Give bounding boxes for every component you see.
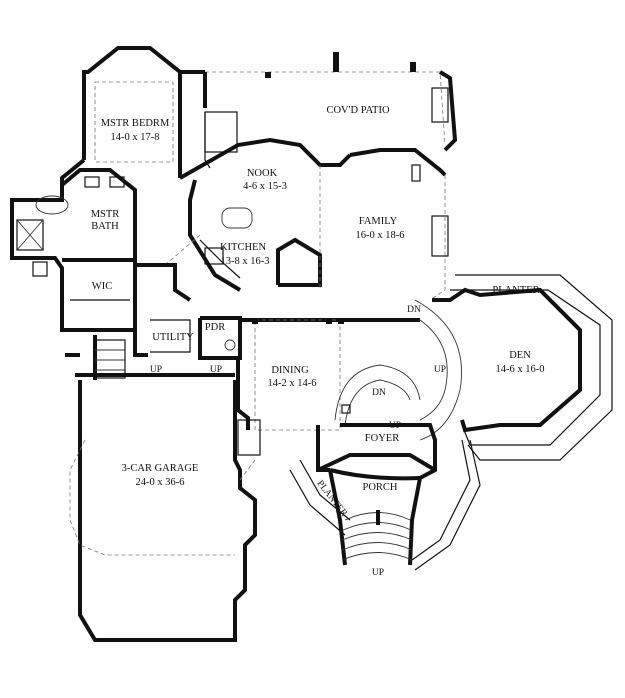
- dims-family: 16-0 x 18-6: [356, 230, 405, 241]
- stair-labels: DN UP DN UP UP UP UP: [150, 305, 446, 578]
- label-foyer: FOYER: [365, 433, 399, 444]
- dims-nook: 4-6 x 15-3: [243, 181, 287, 192]
- dims-garage: 24-0 x 36-6: [136, 477, 185, 488]
- covered-patio: [203, 52, 458, 152]
- stair-up-porch: UP: [372, 568, 384, 578]
- label-dining: DINING: [271, 365, 309, 376]
- garage-walls: [69, 373, 261, 642]
- stair-up-foyer: UP: [389, 421, 401, 431]
- dims-kitchen: 13-8 x 16-3: [221, 256, 270, 267]
- master-bedroom-walls: [82, 46, 205, 178]
- dims-mstr-bedrm: 14-0 x 17-8: [111, 132, 160, 143]
- dining-foyer-walls: [236, 318, 437, 480]
- label-nook: NOOK: [247, 168, 278, 179]
- stair-up-utility-1: UP: [150, 365, 162, 375]
- label-porch: PORCH: [362, 482, 397, 493]
- utility-walls: [65, 263, 242, 380]
- label-kitchen: KITCHEN: [220, 242, 266, 253]
- stair-up-right: UP: [434, 365, 446, 375]
- family-walls: [319, 148, 449, 301]
- label-utility: UTILITY: [152, 332, 194, 343]
- label-covd-patio: COV'D PATIO: [326, 105, 389, 116]
- label-family: FAMILY: [359, 216, 398, 227]
- stair-dn-center: DN: [372, 388, 386, 398]
- label-mstr-bedrm: MSTR BEDRM: [101, 118, 170, 129]
- dims-dining: 14-2 x 14-6: [268, 378, 317, 389]
- dims-den: 14-6 x 16-0: [496, 364, 545, 375]
- label-wic: WIC: [92, 281, 112, 292]
- label-pdr: PDR: [205, 322, 225, 333]
- den-walls: [414, 274, 613, 461]
- label-garage: 3-CAR GARAGE: [122, 463, 199, 474]
- label-mstr-bath-1: MSTR: [91, 209, 120, 220]
- porch-steps: [289, 439, 481, 571]
- label-den: DEN: [509, 350, 531, 361]
- kitchen-nook-walls: [164, 111, 352, 292]
- stair-up-utility-2: UP: [210, 365, 222, 375]
- label-mstr-bath-2: BATH: [91, 221, 119, 232]
- stair-dn-top: DN: [407, 305, 421, 315]
- label-planter-right: PLANTER: [492, 285, 539, 296]
- master-bath-walls: [10, 158, 137, 332]
